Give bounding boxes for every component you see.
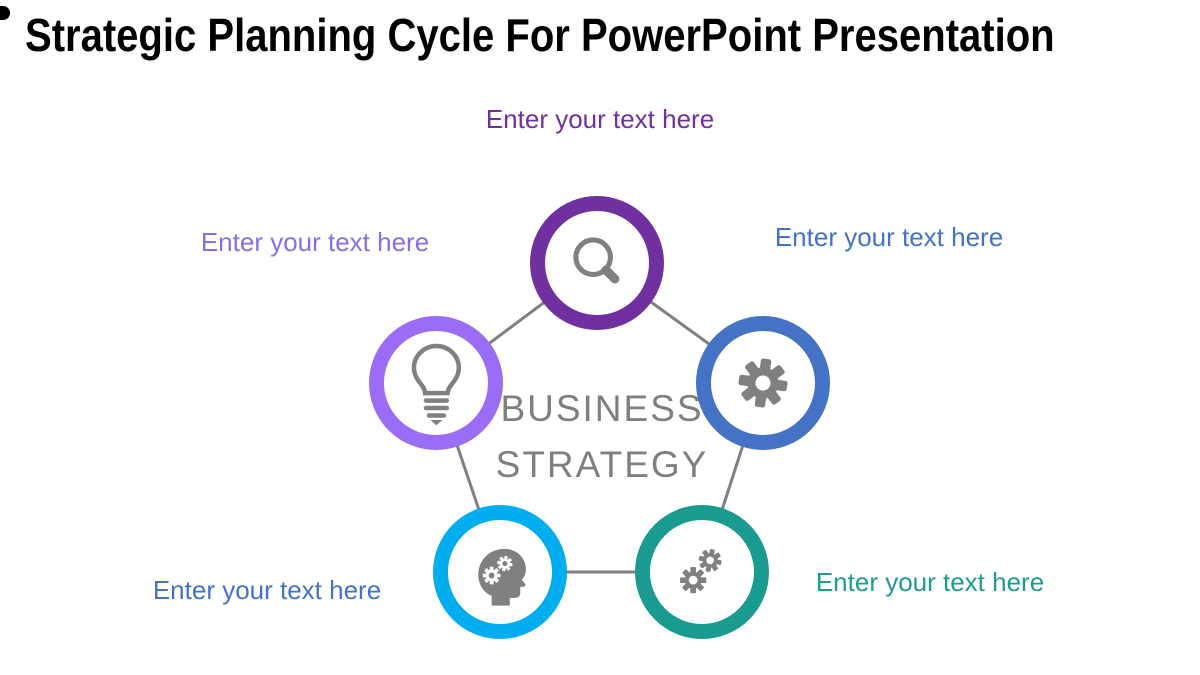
text-placeholder-upper-left: Enter your text here bbox=[200, 227, 430, 257]
double-gear-icon bbox=[668, 538, 736, 606]
node-thinking bbox=[433, 505, 567, 639]
magnifier-icon bbox=[565, 231, 629, 295]
node-process bbox=[635, 505, 769, 639]
text-placeholder-lower-right: Enter your text here bbox=[815, 567, 1045, 597]
cropped-glyph-artifact bbox=[0, 6, 10, 20]
center-title-line1: BUSINESS bbox=[500, 388, 704, 429]
text-placeholder-upper-right: Enter your text here bbox=[774, 222, 1004, 252]
text-placeholder-top: Enter your text here bbox=[485, 104, 715, 134]
node-idea bbox=[369, 316, 503, 450]
text-placeholder-lower-left: Enter your text here bbox=[152, 575, 382, 605]
node-search bbox=[530, 196, 664, 330]
node-settings bbox=[696, 316, 830, 450]
gear-icon bbox=[734, 354, 792, 412]
lightbulb-icon bbox=[399, 340, 474, 426]
head-gears-icon bbox=[465, 537, 535, 607]
slide-title: Strategic Planning Cycle For PowerPoint … bbox=[25, 9, 1055, 61]
center-title-line2: STRATEGY bbox=[495, 444, 709, 485]
center-title: BUSINESS STRATEGY bbox=[452, 381, 752, 493]
